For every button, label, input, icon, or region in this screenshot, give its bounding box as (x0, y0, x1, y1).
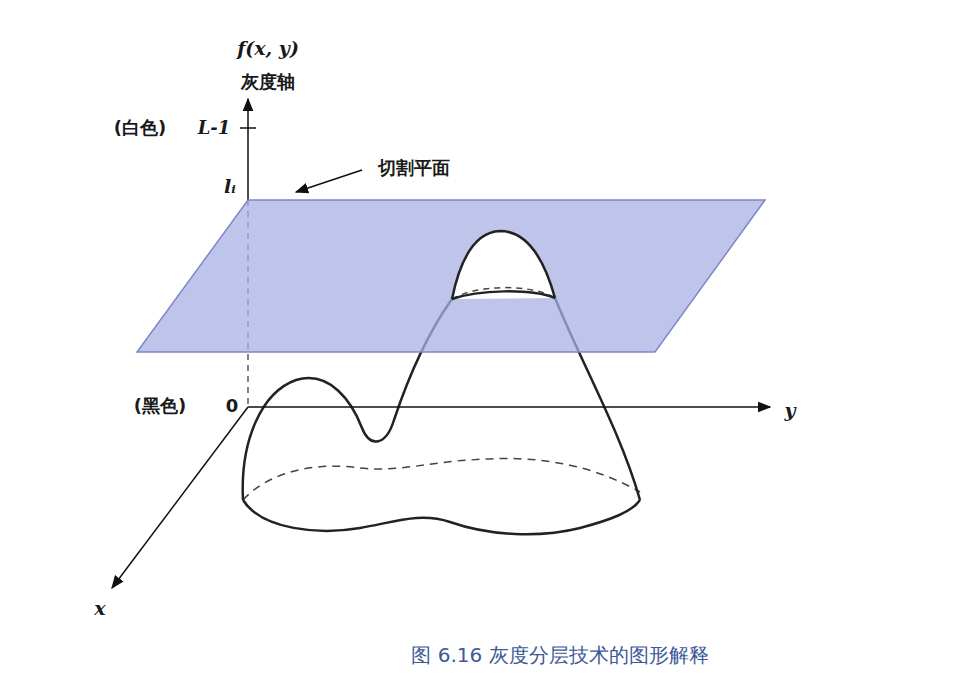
x-axis (112, 407, 248, 588)
tick-mark (240, 127, 256, 129)
base-back-dashed (243, 459, 640, 500)
figure-caption: 图 6.16 灰度分层技术的图形解释 (411, 642, 708, 669)
plane-callout: 切割平面 (378, 158, 450, 178)
x-axis-label: x (94, 598, 105, 619)
white-label: (白色) (114, 118, 166, 138)
zero-label: 0 (226, 396, 239, 416)
black-label: (黑色) (134, 396, 186, 416)
slice-level-label: lᵢ (224, 176, 236, 197)
leader-arrow (296, 170, 362, 192)
cutting-plane (137, 200, 765, 352)
cut-front (452, 291, 555, 299)
cut-back-dashed (452, 288, 555, 299)
base-front (243, 500, 640, 534)
gray-axis (247, 99, 249, 200)
axis-function-label: f(x, y) (237, 38, 299, 59)
surface-cap (452, 231, 555, 299)
y-axis-label: y (784, 400, 795, 421)
axis-title: 灰度轴 (241, 72, 295, 92)
max-level-label: L-1 (198, 118, 231, 138)
y-axis (248, 406, 770, 408)
